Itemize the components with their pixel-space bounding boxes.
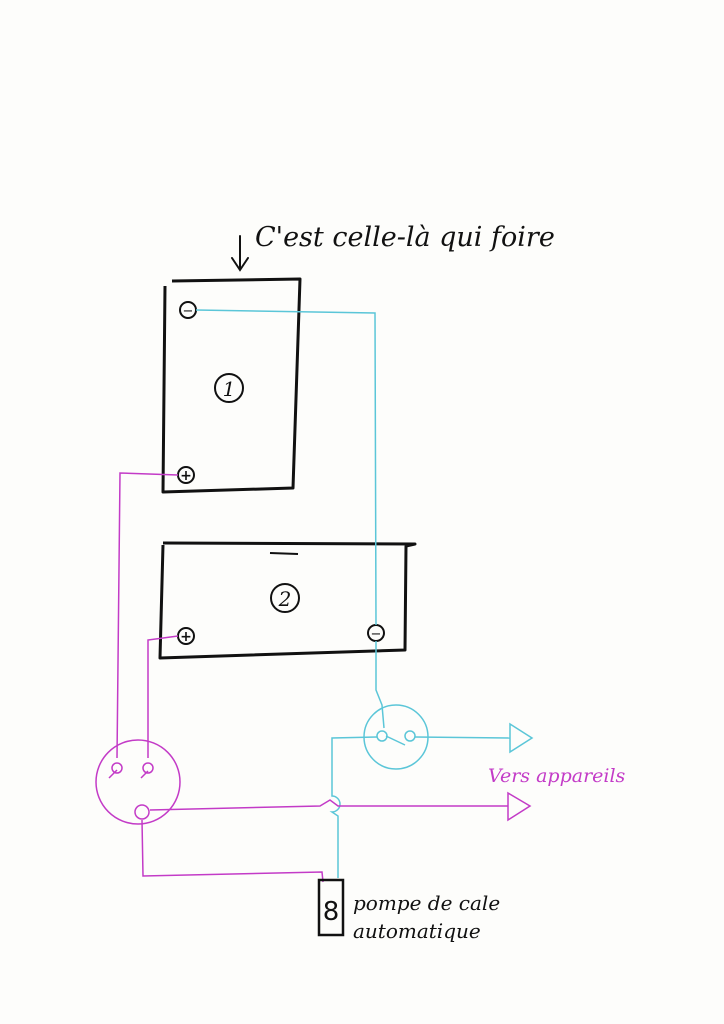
positive-switch: [95, 739, 181, 825]
positive-switch-blade-1: [108, 769, 118, 779]
negative-wire-pump: [329, 736, 378, 878]
positive-circuit: [95, 472, 532, 883]
pump-label-line2: automatique: [353, 919, 481, 943]
battery-2-top-mark: [269, 552, 299, 555]
positive-switch-blade-2: [140, 770, 149, 779]
appliances-label: Vers appareils: [488, 765, 626, 787]
battery-2-number-ring: [270, 583, 300, 613]
annotation-text: C'est celle-là qui foire: [255, 222, 555, 253]
pump-box: [317, 878, 345, 937]
battery-1-number-ring: [214, 373, 244, 403]
positive-output-arrow: [507, 791, 532, 822]
negative-switch-blade: [385, 735, 406, 746]
positive-switch-common: [134, 804, 150, 820]
positive-wire-battery-2: [147, 635, 179, 758]
positive-wire-appliances: [149, 799, 508, 811]
battery-2-negative-symbol: −: [371, 627, 382, 642]
negative-circuit: [195, 309, 534, 878]
positive-switch-contact-2: [142, 762, 154, 774]
negative-switch-contact-left: [376, 730, 388, 742]
positive-wire-battery-1: [116, 472, 179, 759]
battery-1-positive-symbol: +: [180, 468, 192, 484]
pump-label-line1: pompe de cale: [353, 891, 500, 915]
battery-2-positive-symbol: +: [180, 629, 192, 645]
battery-1-negative-symbol: −: [183, 304, 194, 319]
battery-2-number: 2: [278, 587, 292, 611]
bilge-pump: 8 pompe de cale automatique: [317, 878, 500, 943]
negative-wire-battery-1: [195, 309, 377, 626]
negative-wire-appliances: [414, 736, 511, 739]
battery-2-outline: [158, 541, 417, 660]
negative-output-arrow: [509, 722, 534, 754]
battery-1-number: 1: [223, 377, 236, 401]
battery-1-outline: [161, 277, 302, 494]
battery-2: 2 + −: [158, 541, 417, 660]
positive-wire-pump: [141, 819, 324, 883]
positive-switch-contact-1: [111, 762, 123, 774]
negative-wire-to-switch: [375, 641, 385, 729]
pump-symbol: 8: [323, 897, 340, 927]
annotation-arrow: [231, 235, 249, 272]
negative-switch-contact-right: [404, 730, 416, 742]
annotation: C'est celle-là qui foire: [231, 222, 555, 272]
